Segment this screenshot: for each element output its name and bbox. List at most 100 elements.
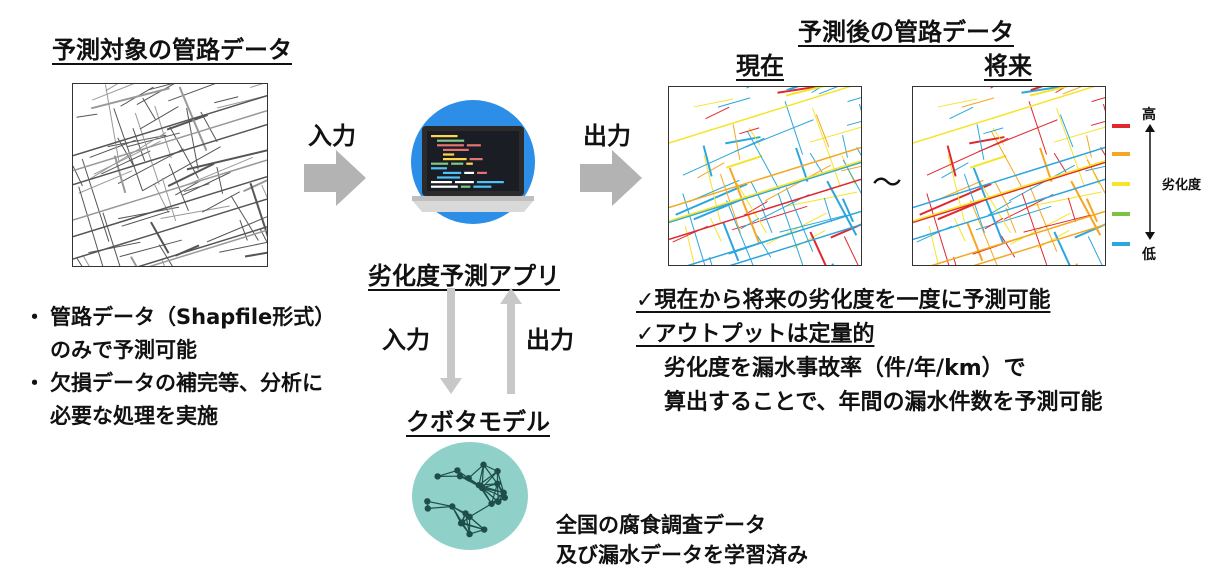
map-pipe-segment	[927, 138, 1008, 175]
legend-swatch-red	[1112, 124, 1130, 128]
output-checks: ✓現在から将来の劣化度を一度に予測可能 ✓アウトプットは定量的 劣化度を漏水事故…	[636, 284, 1102, 420]
model-caption-line-1: 全国の腐食調査データ	[556, 510, 808, 540]
map-pipe-segment	[1060, 115, 1072, 147]
future-map-image	[912, 86, 1106, 266]
code-line	[431, 163, 448, 165]
bullet-2-line-2: 必要な処理を実施	[50, 400, 218, 433]
map-pipe-segment	[168, 84, 217, 101]
brain-node	[501, 490, 507, 496]
map-pipe-segment	[162, 260, 184, 266]
input-arrow-label: 入力	[308, 116, 356, 151]
map-pipe-segment	[730, 168, 760, 244]
map-pipe-segment	[1088, 236, 1105, 265]
map-main-pipe	[669, 87, 861, 143]
bullet-mark: ・	[24, 305, 45, 329]
map-pipe-segment	[1054, 124, 1105, 143]
code-line	[437, 140, 464, 142]
brain-node	[425, 505, 431, 511]
map-pipe-segment	[1024, 215, 1091, 232]
code-line	[451, 163, 463, 165]
map-pipe-segment	[1063, 87, 1105, 94]
map-pipe-segment	[167, 115, 208, 130]
code-line	[464, 172, 474, 174]
map-pipe-segment	[260, 229, 267, 265]
map-pipe-segment	[816, 115, 828, 147]
output-arrow-label: 出力	[583, 116, 631, 151]
right-arrow-icon	[580, 150, 642, 206]
degradation-legend: 高 低 劣化度	[1110, 98, 1210, 268]
code-line	[467, 144, 481, 146]
map-pipe-segment	[824, 198, 831, 222]
map-pipe-segment	[971, 200, 1003, 265]
legend-swatch-blue	[1112, 242, 1130, 246]
map-pipe-segment	[683, 138, 764, 175]
brain-node	[479, 485, 485, 491]
map-main-pipe	[73, 160, 267, 220]
brain-node	[488, 501, 494, 507]
brain-node	[465, 475, 471, 481]
check-item-2-text: アウトプットは定量的	[654, 322, 874, 347]
map-pipe-segment	[766, 213, 826, 244]
map-pipe-segment	[718, 98, 750, 107]
brain-node	[480, 462, 486, 468]
map-pipe-segment	[954, 218, 965, 241]
code-line	[473, 186, 491, 188]
map-pipe-segment	[794, 230, 825, 248]
check-item-2: ✓アウトプットは定量的	[636, 318, 1102, 352]
input-bullet-1: ・ 管路データ（Shapfile形式） のみで予測可能	[24, 301, 45, 334]
map-pipe-segment	[974, 168, 1004, 244]
map-pipe-segment	[143, 98, 156, 119]
future-label: 将来	[984, 46, 1032, 81]
map-pipe-segment	[735, 181, 766, 233]
code-line	[470, 158, 483, 160]
model-caption: 全国の腐食調査データ 及び漏水データを学習済み	[556, 510, 808, 570]
map-pipe-segment	[979, 181, 1010, 233]
brain-node	[462, 510, 468, 516]
map-pipe-segment	[847, 104, 861, 126]
map-pipe-segment	[1091, 104, 1105, 126]
map-pipe-segment	[819, 87, 861, 94]
code-line	[443, 172, 461, 174]
input-bullet-2: ・ 欠損データの補完等、分析に 必要な処理を実施	[24, 367, 45, 400]
code-line	[477, 172, 487, 174]
map-pipe-segment	[1030, 187, 1056, 251]
map-pipe-segment	[91, 88, 169, 108]
code-line	[443, 153, 454, 155]
app-name: 劣化度予測アプリ	[368, 256, 560, 291]
map-pipe-segment	[161, 206, 230, 218]
code-line	[455, 181, 474, 183]
model-output-label: 出力	[526, 320, 574, 355]
down-arrow-icon	[440, 288, 462, 394]
map-main-pipe	[73, 111, 267, 171]
model-input-label: 入力	[382, 320, 430, 355]
brain-node	[424, 498, 430, 504]
map-pipe-segment	[859, 104, 861, 166]
map-pipe-segment	[1010, 213, 1070, 244]
code-line	[431, 167, 447, 169]
right-arrow-icon	[304, 150, 366, 206]
bullet-1-line-2: のみで予測可能	[50, 334, 197, 367]
brain-node	[494, 481, 500, 487]
brain-network-icon	[410, 440, 530, 556]
map-pipe-segment	[1103, 104, 1105, 166]
brain-node	[459, 519, 465, 525]
map-pipe-segment	[83, 255, 108, 266]
check-mark-icon: ✓	[636, 288, 654, 313]
legend-swatch-orange	[1112, 152, 1130, 156]
legend-low-label: 低	[1142, 244, 1156, 264]
map-pipe-segment	[706, 107, 730, 118]
map-pipe-segment	[727, 200, 759, 265]
map-pipe-segment	[207, 213, 267, 242]
code-line	[443, 158, 467, 160]
input-section-title: 予測対象の管路データ	[52, 30, 292, 65]
legend-swatch-yellow	[1112, 182, 1130, 186]
map-main-pipe	[913, 87, 1105, 143]
model-caption-line-2: 及び漏水データを学習済み	[556, 540, 808, 570]
map-pipe-segment	[843, 135, 848, 157]
map-pipe-segment	[151, 222, 169, 253]
legend-name: 劣化度	[1162, 174, 1201, 193]
map-pipe-segment	[1068, 198, 1075, 222]
map-pipe-segment	[810, 232, 841, 265]
map-pipe-segment	[785, 101, 803, 154]
code-line	[431, 186, 458, 188]
